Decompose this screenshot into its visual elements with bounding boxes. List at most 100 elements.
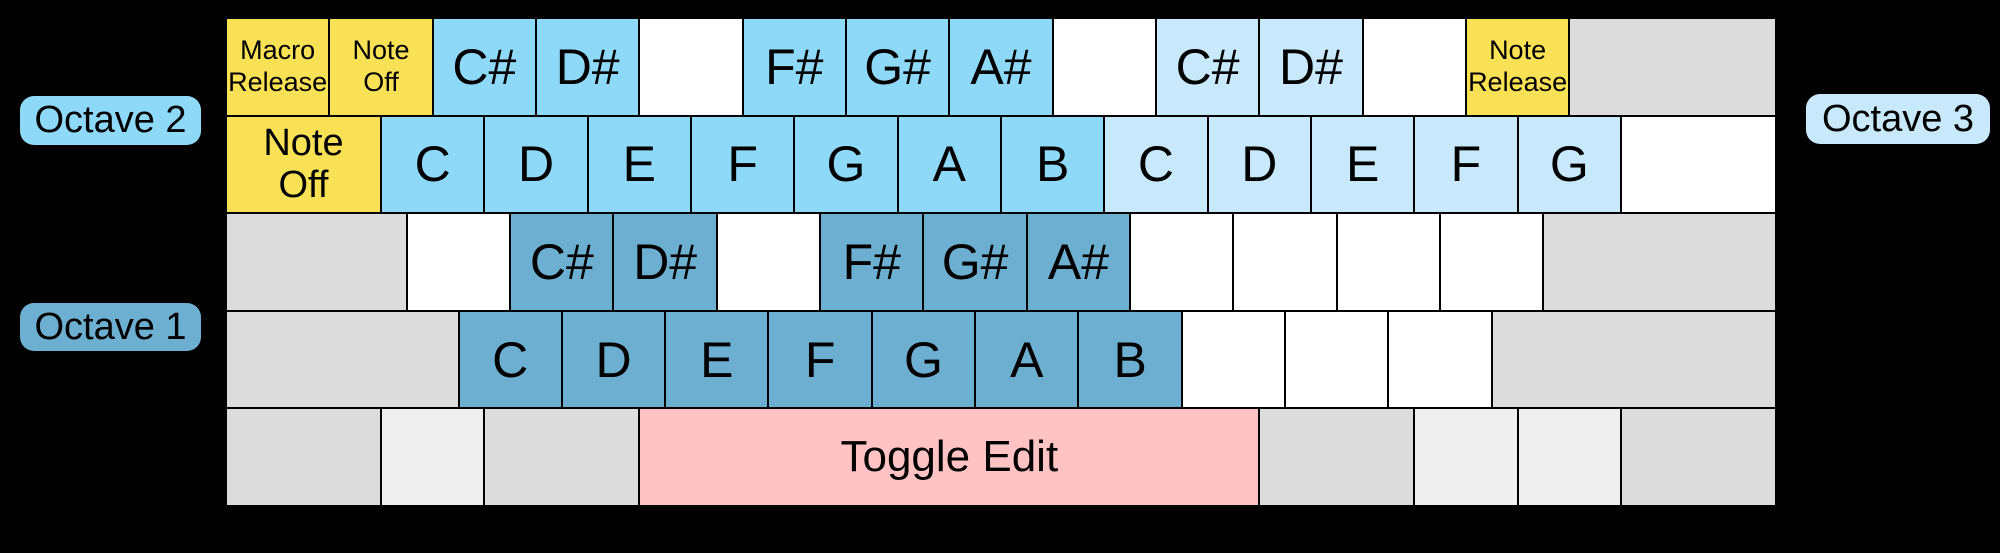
key-label: C	[1137, 136, 1175, 193]
key-label: A#	[970, 38, 1032, 95]
key-slash	[1388, 310, 1492, 409]
octave-3-label: Octave 3	[1806, 94, 1990, 144]
key-label: C#	[1175, 38, 1240, 95]
keyboard-row-3: C# D# F# G# A#	[226, 213, 1776, 311]
key-q: C	[381, 115, 485, 214]
key-comma	[1181, 310, 1286, 409]
key-ctrl-right	[1620, 408, 1776, 506]
key-backslash	[1620, 115, 1776, 214]
key-num-8	[1052, 18, 1156, 116]
key-label: C	[492, 331, 529, 388]
key-s: C#	[510, 213, 614, 311]
key-capslock	[226, 213, 407, 311]
key-label: A	[932, 136, 966, 193]
octave-2-label-text: Octave 2	[34, 99, 187, 141]
keyboard-row-1: Macro Release Note Off C# D# F# G# A# C# D# Note …	[226, 18, 1776, 116]
key-backspace	[1569, 18, 1776, 116]
key-shift-right	[1491, 310, 1776, 409]
key-h: G#	[923, 213, 1027, 311]
key-label: G#	[864, 38, 931, 95]
key-o: D	[1207, 115, 1311, 214]
key-label: F#	[842, 233, 901, 290]
octave-1-label-text: Octave 1	[34, 305, 187, 348]
key-label: B	[1035, 136, 1070, 193]
key-equals: Note Release	[1465, 18, 1570, 116]
keyboard-row-5: Toggle Edit	[226, 408, 1776, 506]
key-shift-left	[226, 310, 459, 409]
key-z: C	[458, 310, 562, 409]
octave-1-label: Octave 1	[20, 303, 201, 351]
key-num-9: C#	[1155, 18, 1260, 116]
key-grave: Macro Release	[226, 18, 330, 116]
key-tab: Note Off	[226, 115, 381, 214]
key-p: E	[1310, 115, 1415, 214]
key-label: F	[804, 331, 836, 388]
key-period	[1285, 310, 1389, 409]
key-label: G	[1549, 136, 1589, 193]
key-label: E	[622, 136, 656, 193]
key-semicolon	[1336, 213, 1441, 311]
key-label: E	[1345, 136, 1380, 193]
key-label: E	[700, 331, 734, 388]
key-bracket-right: G	[1517, 115, 1621, 214]
key-y: A	[897, 115, 1001, 214]
key-e: E	[587, 115, 691, 214]
key-x: D	[561, 310, 666, 409]
octave-3-label-text: Octave 3	[1821, 97, 1975, 140]
key-label: Note Release	[1468, 34, 1568, 97]
key-label: G	[826, 136, 866, 193]
key-b: G	[871, 310, 976, 409]
key-num-5: F#	[742, 18, 846, 116]
key-c: E	[665, 310, 769, 409]
key-menu	[1517, 408, 1621, 506]
key-enter	[1543, 213, 1776, 311]
key-win-left	[381, 408, 485, 506]
key-label: F#	[765, 38, 824, 95]
key-num-1: Note Off	[329, 18, 433, 116]
key-j: A#	[1026, 213, 1131, 311]
key-alt-left	[484, 408, 640, 506]
key-k	[1130, 213, 1234, 311]
key-label: C#	[452, 38, 517, 95]
key-num-4	[639, 18, 743, 116]
key-bracket-left: F	[1414, 115, 1518, 214]
key-v: F	[768, 310, 872, 409]
key-num-7: A#	[949, 18, 1053, 116]
key-num-2: C#	[432, 18, 536, 116]
key-label: D	[595, 331, 632, 388]
key-label: D#	[633, 233, 698, 290]
key-label: F	[727, 136, 758, 193]
key-l	[1233, 213, 1337, 311]
key-label: F	[1450, 136, 1482, 193]
key-label: Macro Release	[228, 34, 328, 97]
key-label: Note Off	[352, 34, 410, 97]
key-label: C	[414, 136, 451, 193]
key-num-3: D#	[535, 18, 640, 116]
key-num-6: G#	[845, 18, 950, 116]
key-win-right	[1414, 408, 1518, 506]
key-d: D#	[613, 213, 717, 311]
key-a	[406, 213, 511, 311]
key-minus	[1362, 18, 1466, 116]
key-f	[716, 213, 821, 311]
key-label: Toggle Edit	[840, 432, 1059, 482]
key-n: A	[975, 310, 1079, 409]
key-quote	[1440, 213, 1544, 311]
key-g: F#	[820, 213, 924, 311]
key-space: Toggle Edit	[639, 408, 1260, 506]
key-label: A#	[1047, 233, 1110, 290]
key-label: B	[1113, 331, 1147, 388]
key-t: G	[794, 115, 898, 214]
key-alt-right	[1259, 408, 1415, 506]
key-label: D	[1241, 136, 1278, 193]
key-label: G#	[941, 233, 1009, 290]
key-label: A	[1010, 331, 1044, 388]
key-num-0: D#	[1259, 18, 1363, 116]
key-r: F	[690, 115, 795, 214]
key-u: B	[1000, 115, 1105, 214]
key-ctrl-left	[226, 408, 381, 506]
key-label: G	[904, 331, 943, 388]
